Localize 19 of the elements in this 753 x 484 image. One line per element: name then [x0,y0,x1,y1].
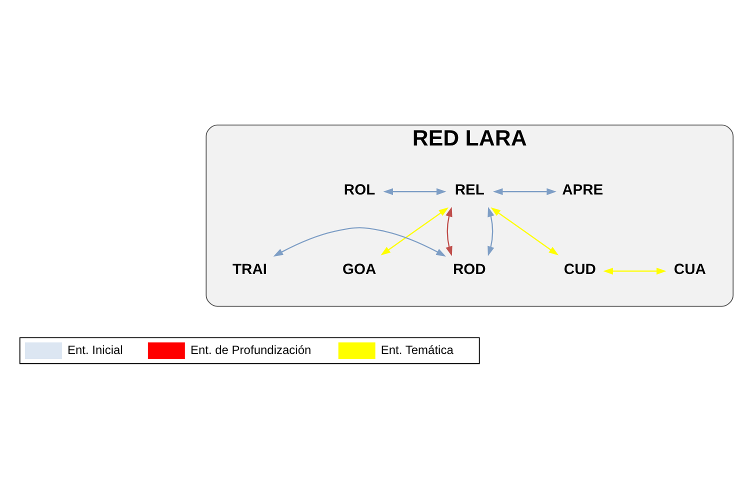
arrow [488,206,494,256]
node-text: GOA [342,261,376,278]
arrow [273,226,446,256]
legend-label: Ent. de Profundización [190,342,312,356]
node-text: TRAI [232,261,268,278]
legend-label: Ent. Inicial [68,342,123,356]
arrow [603,267,666,274]
arrow [380,206,449,255]
node-text: CUA [674,261,706,278]
legend-label: Ent. Temática [380,342,454,356]
node-text: APRE [562,182,604,198]
node-text: ROD [453,261,486,278]
arrow [490,206,559,255]
arrow [383,188,446,195]
node-text: ROL [344,182,376,198]
node-text: CUD [564,261,596,278]
arrow [446,206,452,256]
arrow [492,188,556,195]
node-text: REL [454,182,484,198]
